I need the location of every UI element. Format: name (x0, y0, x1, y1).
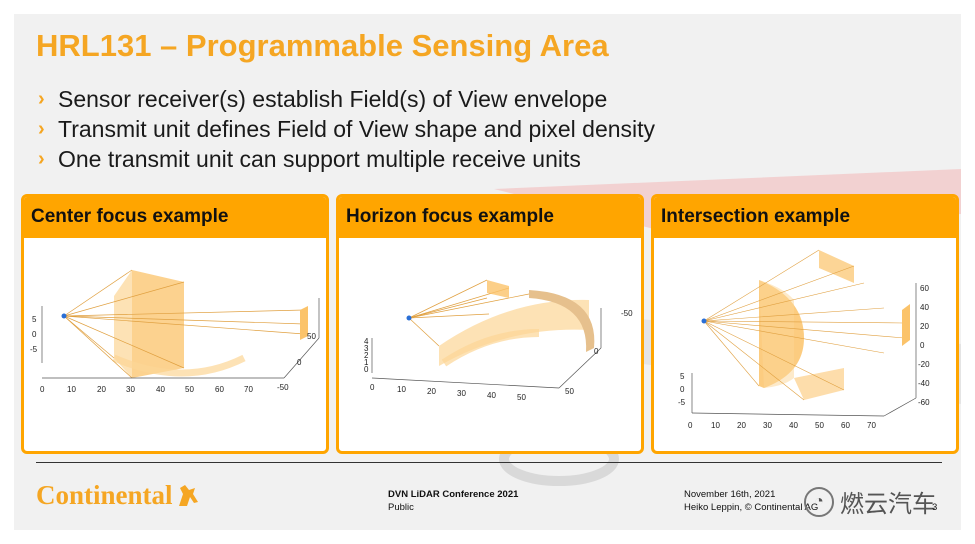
far-plane (300, 306, 308, 340)
fov-box (794, 368, 844, 400)
x-tick: 0 (370, 383, 375, 392)
chevron-right-icon: › (38, 147, 45, 170)
axes (691, 283, 917, 417)
y-tick: 4 (364, 337, 369, 346)
bullet-text: Transmit unit defines Field of View shap… (58, 115, 656, 142)
footer-meta: November 16th, 2021 Heiko Leppin, © Cont… (684, 488, 818, 514)
bullet-item: › One transmit unit can support multiple… (38, 144, 655, 174)
bullet-list: › Sensor receiver(s) establish Field(s) … (38, 84, 655, 174)
y-tick: 5 (32, 315, 37, 324)
footer-divider (36, 462, 942, 463)
x-tick: 0 (688, 421, 693, 430)
watermark: ◔ 燃云汽车 (804, 484, 936, 519)
sensor-origin-icon (701, 318, 707, 324)
footer-conference: DVN LiDAR Conference 2021 Public (388, 488, 518, 514)
x-tick: 20 (737, 421, 746, 430)
slide: HRL131 – Programmable Sensing Area › Sen… (14, 14, 961, 530)
z-tick: -40 (918, 379, 930, 388)
fov-box (819, 250, 854, 283)
watermark-text: 燃云汽车 (840, 491, 936, 518)
bullet-item: › Transmit unit defines Field of View sh… (38, 114, 655, 144)
slide-title: HRL131 – Programmable Sensing Area (36, 28, 609, 63)
y-tick: 0 (364, 365, 369, 374)
continental-horse-icon (178, 484, 198, 506)
x-tick: 20 (427, 387, 436, 396)
x-tick: 40 (789, 421, 798, 430)
axes (371, 308, 602, 389)
far-plane (902, 304, 910, 346)
classification-label: Public (388, 502, 414, 513)
x-tick: 40 (156, 385, 165, 394)
z-tick: 60 (920, 284, 929, 293)
chevron-right-icon: › (38, 117, 45, 140)
y-tick: 1 (364, 358, 369, 367)
x-tick: 30 (126, 385, 135, 394)
sensor-origin-icon (406, 315, 412, 321)
z-tick: 0 (594, 347, 599, 356)
conference-name: DVN LiDAR Conference 2021 (388, 489, 519, 500)
far-plane (487, 280, 509, 298)
axes (41, 298, 320, 379)
x-tick: 40 (487, 391, 496, 400)
x-tick: 60 (841, 421, 850, 430)
z-tick: 0 (920, 341, 925, 350)
x-tick: 10 (711, 421, 720, 430)
z-tick: 40 (920, 303, 929, 312)
y-tick: 0 (680, 385, 685, 394)
x-tick: 10 (67, 385, 76, 394)
author-credit: Heiko Leppin, © Continental AG (684, 502, 819, 513)
intersection-plot: 5 0 -5 0 10 20 30 40 50 60 70 60 40 20 0… (678, 249, 930, 430)
panel-center-focus: Center focus example 5 0 -5 0 (21, 194, 329, 454)
z-tick: 50 (307, 332, 316, 341)
ray-bundle (703, 249, 905, 401)
z-tick: -50 (277, 383, 289, 392)
panel-intersection: Intersection example 5 0 - (651, 194, 959, 454)
sensor-origin-icon (61, 313, 67, 319)
fov-surface (132, 270, 184, 378)
y-tick: 2 (364, 351, 369, 360)
x-tick: 50 (815, 421, 824, 430)
z-tick: -60 (918, 398, 930, 407)
z-tick: -50 (621, 309, 633, 318)
fov-arc (441, 329, 540, 367)
y-tick: -5 (678, 398, 686, 407)
wechat-icon: ◔ (804, 486, 834, 517)
x-tick: 20 (97, 385, 106, 394)
x-tick: 50 (185, 385, 194, 394)
presentation-date: November 16th, 2021 (684, 489, 776, 500)
page-number: 3 (932, 502, 938, 513)
x-tick: 70 (244, 385, 253, 394)
y-tick: 3 (364, 344, 369, 353)
y-tick: 0 (32, 330, 37, 339)
logo-text: Continental (36, 480, 173, 510)
x-tick: 50 (517, 393, 526, 402)
z-tick: -20 (918, 360, 930, 369)
x-tick: 60 (215, 385, 224, 394)
panel-title: Horizon focus example (339, 197, 641, 238)
fov-arc (112, 354, 246, 377)
x-tick: 0 (40, 385, 45, 394)
z-tick: 0 (297, 358, 302, 367)
bullet-text: One transmit unit can support multiple r… (58, 145, 581, 172)
panel-title: Intersection example (654, 197, 956, 238)
bullet-item: › Sensor receiver(s) establish Field(s) … (38, 84, 655, 114)
x-tick: 30 (457, 389, 466, 398)
x-tick: 30 (763, 421, 772, 430)
z-tick: 20 (920, 322, 929, 331)
z-tick: 50 (565, 387, 574, 396)
ray-bundle (63, 269, 305, 379)
panel-title: Center focus example (24, 197, 326, 238)
chevron-right-icon: › (38, 87, 45, 110)
continental-logo: Continental (36, 480, 201, 511)
fov-arc (529, 290, 595, 352)
x-tick: 10 (397, 385, 406, 394)
panel-horizon-focus: Horizon focus example 4 3 2 1 0 0 (336, 194, 644, 454)
y-tick: 5 (680, 372, 685, 381)
horizon-focus-plot: 4 3 2 1 0 0 10 20 30 40 50 -50 0 50 (364, 279, 633, 402)
bullet-text: Sensor receiver(s) establish Field(s) of… (58, 85, 608, 112)
x-tick: 70 (867, 421, 876, 430)
fov-surface (114, 270, 132, 378)
center-focus-plot: 5 0 -5 0 10 20 30 40 50 60 70 50 0 -50 (30, 269, 320, 394)
y-tick: -5 (30, 345, 38, 354)
